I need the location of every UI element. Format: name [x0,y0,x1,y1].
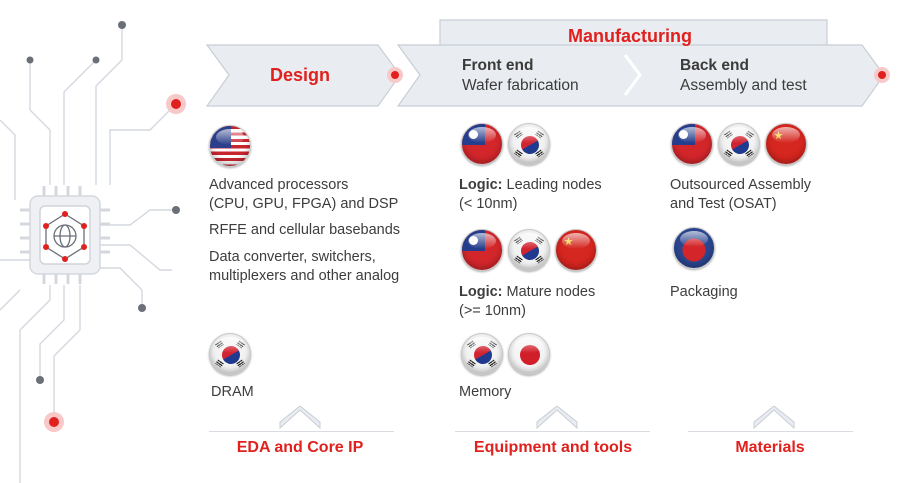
mature-nodes-bold: Logic: [459,284,503,300]
equipment-tools-label: Equipment and tools [473,439,633,456]
circuit-node-icon [172,206,180,214]
leading-nodes-bold: Logic: [459,177,503,193]
mature-nodes-flags [461,229,597,271]
osat-line2: and Test (OSAT) [670,196,777,212]
circuit-node-icon [36,376,44,384]
south-korea-flag-icon [508,229,550,271]
packaging-flag-icon [673,227,715,269]
red-node-icon [166,94,186,114]
mature-nodes-text: Logic: Mature nodes (>= 10nm) [459,283,595,321]
china-flag-icon [555,229,597,271]
front-end-title: Front end [462,57,534,74]
red-node-icon [44,412,64,432]
united-states-flag-icon [209,125,251,167]
south-korea-flag-icon [718,123,760,165]
leading-nodes-text: Logic: Leading nodes (< 10nm) [459,176,602,214]
south-korea-flag-icon [461,333,503,375]
dram-flags [209,333,251,375]
front-end-heading: Front end Wafer fabrication [462,56,579,96]
chip-icon [20,186,110,284]
footer-divider [688,431,853,432]
taiwan-flag-icon [461,229,503,271]
design-item-rffe: RFFE and cellular basebands [209,222,401,238]
design-title: Design [270,65,331,85]
materials-label: Materials [735,439,805,456]
red-dot-icon [874,67,890,83]
japan-flag-icon [508,333,550,375]
packaging-label: Packaging [670,284,738,300]
back-end-heading: Back end Assembly and test [680,56,807,96]
eda-core-ip-label: EDA and Core IP [236,439,364,456]
footer-divider [209,431,394,432]
circuit-node-icon [138,304,146,312]
manufacturing-title: Manufacturing [568,26,692,46]
osat-line1: Outsourced Assembly [670,177,812,193]
back-end-subtitle: Assembly and test [680,77,807,94]
chevron-up-icon [279,406,321,430]
front-end-subtitle: Wafer fabrication [462,77,579,94]
south-korea-flag-icon [508,123,550,165]
leading-nodes-label: Leading nodes [502,177,602,193]
memory-flags [461,333,550,375]
manufacturing-bracket [439,19,828,45]
circuit-node-icon [26,56,34,64]
packaging-flags [673,227,715,269]
dram-label: DRAM [211,384,254,400]
leading-nodes-flags [461,123,550,165]
taiwan-flag-icon [671,123,713,165]
circuit-node-icon [118,21,126,29]
chevron-up-icon [753,406,795,430]
design-item-analog: Data converter, switchers, multiplexers … [209,249,400,284]
memory-label: Memory [459,384,512,400]
mature-nodes-label: Mature nodes [502,284,596,300]
red-dot-icon [387,67,403,83]
leading-nodes-line2: (< 10nm) [459,196,518,212]
design-item-processors: Advanced processors (CPU, GPU, FPGA) and… [209,177,399,212]
taiwan-flag-icon [461,123,503,165]
south-korea-flag-icon [209,333,251,375]
osat-flags [671,123,807,165]
china-flag-icon [765,123,807,165]
footer-divider [455,431,650,432]
chevron-up-icon [536,406,578,430]
design-flags [209,125,251,167]
mature-nodes-line2: (>= 10nm) [459,303,526,319]
design-arrow [205,44,401,107]
circuit-node-icon [92,56,100,64]
back-end-title: Back end [680,57,749,74]
chevron-right-icon [623,54,642,96]
value-chain-arrows [205,19,890,107]
circuit-decoration [0,21,186,483]
osat-text: Outsourced Assembly and Test (OSAT) [670,176,811,214]
